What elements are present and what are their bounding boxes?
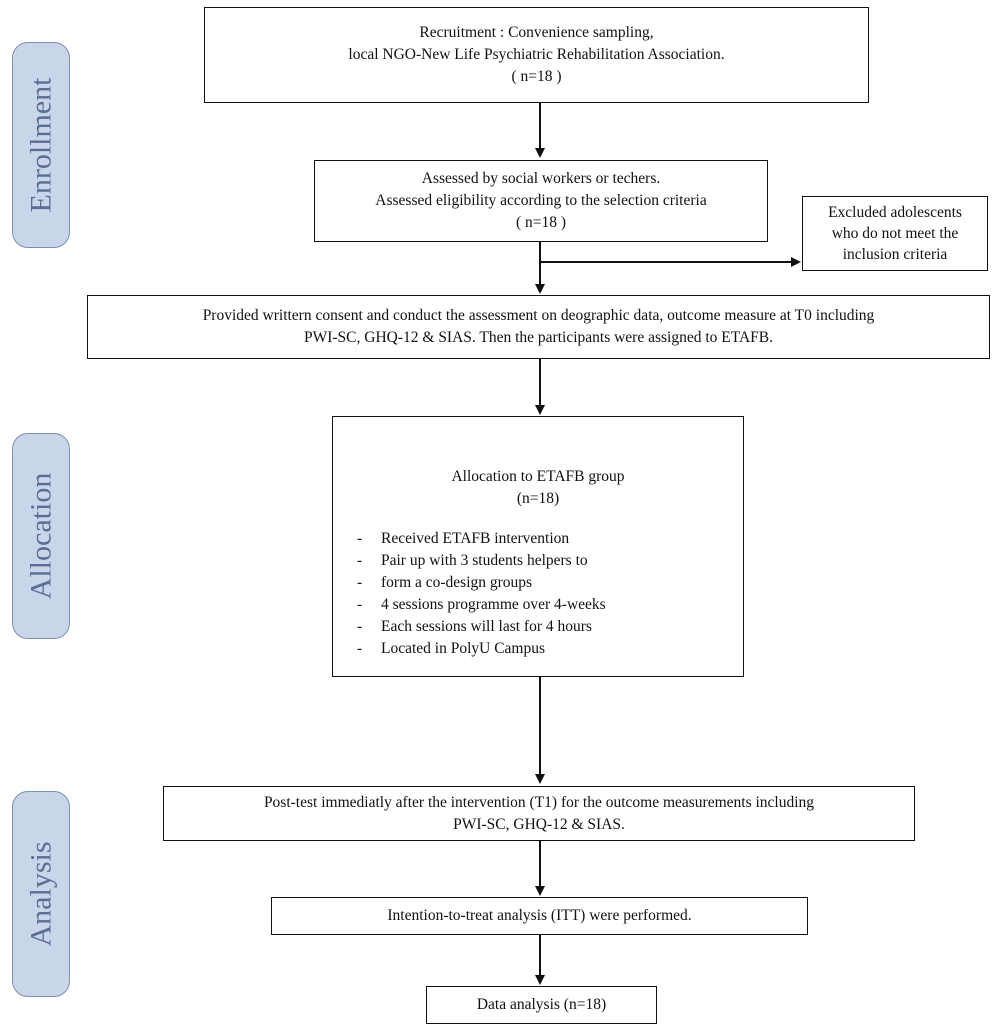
excluded-line-3: inclusion criteria <box>842 246 948 263</box>
assessed-line-1: Assessed by social workers or techers. <box>421 170 661 187</box>
allocation-box: Allocation to ETAFB group (n=18) Receive… <box>332 416 744 677</box>
assessed-count: ( n=18 ) <box>515 214 567 231</box>
recruitment-box: Recruitment : Convenience sampling, loca… <box>204 7 869 103</box>
posttest-box: Post-test immediatly after the intervent… <box>163 786 915 841</box>
assessed-line-2: Assessed eligibility according to the se… <box>375 192 707 209</box>
allocation-item: Located in PolyU Campus <box>333 638 743 660</box>
stage-enrollment: Enrollment <box>12 42 70 248</box>
data-analysis-line: Data analysis (n=18) <box>476 996 607 1013</box>
recruitment-line-2: local NGO-New Life Psychiatric Rehabilit… <box>348 46 725 63</box>
allocation-item: 4 sessions programme over 4-weeks <box>333 594 743 616</box>
allocation-item: form a co-design groups <box>333 572 743 594</box>
assessed-box: Assessed by social workers or techers. A… <box>314 160 768 242</box>
recruitment-count: ( n=18 ) <box>511 68 562 85</box>
posttest-line-2: PWI-SC, GHQ-12 & SIAS. <box>453 815 625 833</box>
allocation-item: Each sessions will last for 4 hours <box>333 616 743 638</box>
consent-line-2: PWI-SC, GHQ-12 & SIAS. Then the particip… <box>303 329 773 346</box>
allocation-count: (n=18) <box>516 490 560 507</box>
allocation-items: Received ETAFB intervention Pair up with… <box>333 528 743 660</box>
recruitment-line-1: Recruitment : Convenience sampling, <box>419 24 654 41</box>
data-analysis-box: Data analysis (n=18) <box>426 986 657 1024</box>
consent-line-1: Provided writtern consent and conduct th… <box>202 307 875 324</box>
consent-box: Provided writtern consent and conduct th… <box>87 295 990 359</box>
posttest-line-1: Post-test immediatly after the intervent… <box>263 793 815 811</box>
excluded-line-1: Excluded adolescents <box>828 204 962 221</box>
itt-line: Intention-to-treat analysis (ITT) were p… <box>387 907 692 924</box>
stage-analysis: Analysis <box>12 791 70 997</box>
allocation-item: Received ETAFB intervention <box>333 528 743 550</box>
allocation-title: Allocation to ETAFB group <box>451 468 625 485</box>
excluded-box: Excluded adolescents who do not meet the… <box>802 196 988 271</box>
excluded-line-2: who do not meet the <box>831 225 959 242</box>
allocation-item: Pair up with 3 students helpers to <box>333 550 743 572</box>
stage-allocation: Allocation <box>12 433 70 639</box>
itt-box: Intention-to-treat analysis (ITT) were p… <box>271 897 808 935</box>
